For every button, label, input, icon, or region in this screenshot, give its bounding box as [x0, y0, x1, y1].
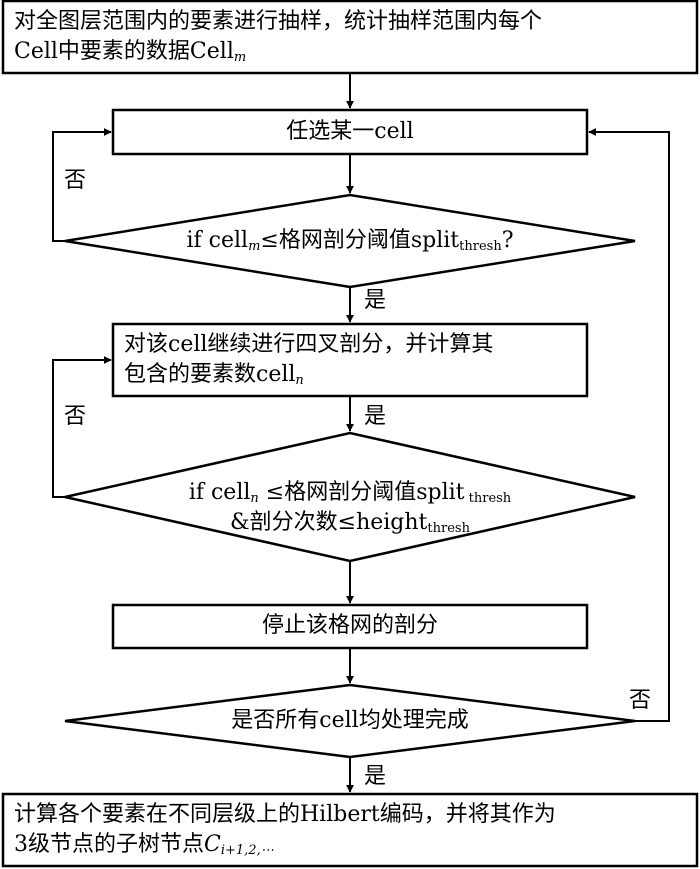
cond1-sub: m	[248, 239, 261, 254]
label-yes-3: 是	[364, 764, 387, 789]
loop-cond3-no	[588, 128, 670, 722]
cond3-text: 是否所有cell均处理完成	[113, 706, 587, 736]
sample-text: 对全图层范围内的要素进行抽样，统计抽样范围内每个 Cell中要素的数据Cellm	[14, 7, 542, 67]
quad-text-line1: 对该cell继续进行四叉剖分，并计算其	[124, 332, 494, 357]
cond1-pre: if cell	[186, 228, 249, 253]
cond2-line1-mid: ≤格网剖分阈值split	[258, 480, 465, 505]
hilbert-text-line2: 3级节点的子树节点Ci+1,2,⋯	[14, 830, 556, 860]
sample-text-line1: 对全图层范围内的要素进行抽样，统计抽样范围内每个	[14, 9, 543, 34]
cond1-text: if cellm≤格网剖分阈值splitthresh?	[113, 226, 587, 256]
hilbert-line2-main: 3级节点的子树节点	[14, 832, 204, 857]
cond2-line1-pre: if cell	[188, 480, 251, 505]
quad-line2-main: 包含的要素数cell	[124, 362, 296, 387]
cond2-diamond	[64, 431, 636, 563]
cond1-mid: ≤格网剖分阈值split	[260, 228, 460, 253]
cond1-post: ?	[501, 228, 514, 253]
cond2-line2-main: &剖分次数≤height	[230, 510, 428, 535]
label-no-3: 否	[629, 688, 652, 713]
stop-label: 停止该格网的剖分	[261, 613, 438, 638]
cond1-diamond	[64, 193, 636, 289]
cond3-label: 是否所有cell均处理完成	[231, 708, 469, 733]
hilbert-line2-sub: i+1,2,⋯	[220, 843, 274, 858]
cond2-line1-sub2: thresh	[464, 491, 512, 506]
label-no-2: 否	[64, 404, 87, 429]
hilbert-line2-var: C	[204, 832, 221, 857]
quad-text-line2: 包含的要素数celln	[124, 360, 493, 390]
hilbert-text-line1: 计算各个要素在不同层级上的Hilbert编码，并将其作为	[14, 802, 556, 827]
sample-text-line2: Cell中要素的数据Cellm	[14, 37, 542, 67]
sample-line2-sub: m	[233, 50, 247, 65]
cond2-line1-sub: n	[250, 491, 259, 506]
sample-line2-main: Cell中要素的数据Cell	[14, 39, 234, 64]
cond2-line2: &剖分次数≤heightthresh	[113, 508, 587, 538]
quad-text: 对该cell继续进行四叉剖分，并计算其 包含的要素数celln	[124, 330, 493, 390]
hilbert-text: 计算各个要素在不同层级上的Hilbert编码，并将其作为 3级节点的子树节点Ci…	[14, 800, 556, 860]
hilbert-box	[1, 792, 699, 868]
label-yes-1: 是	[364, 288, 387, 313]
select-label: 任选某一cell	[286, 119, 414, 144]
cond1-sub2: thresh	[459, 239, 502, 254]
loop-cond1-no	[52, 128, 112, 242]
cond2-line2-sub: thresh	[427, 521, 470, 536]
label-no-1: 否	[64, 168, 87, 193]
quad-line2-sub: n	[295, 373, 304, 388]
stop-text: 停止该格网的剖分	[113, 611, 587, 641]
cond2-line1: if celln ≤格网剖分阈值split thresh	[113, 478, 587, 508]
cond2-text: if celln ≤格网剖分阈值split thresh &剖分次数≤heigh…	[113, 478, 587, 538]
select-text: 任选某一cell	[113, 117, 587, 147]
loop-cond2-no	[52, 356, 112, 498]
label-yes-2: 是	[364, 404, 387, 429]
